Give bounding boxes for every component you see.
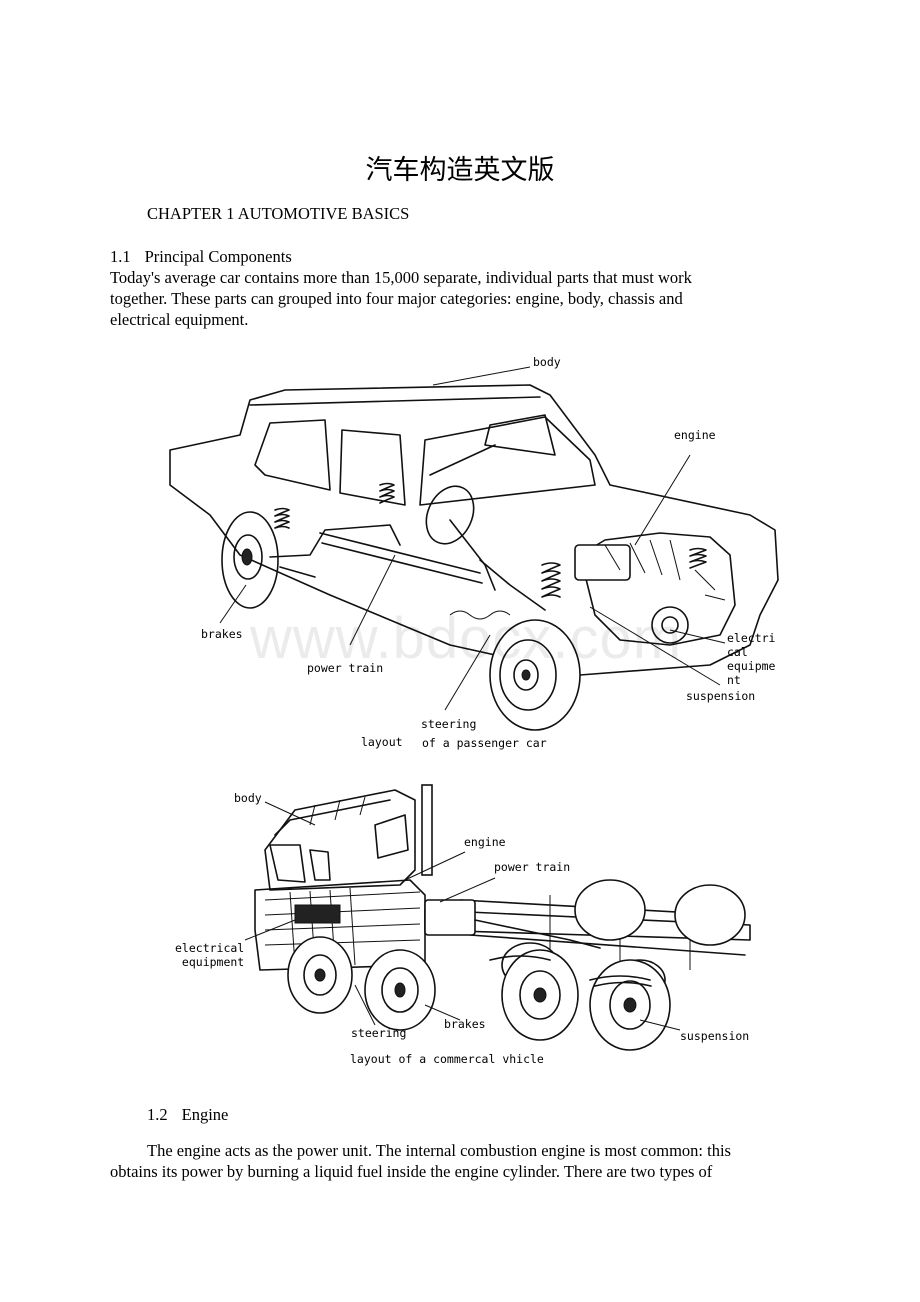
section-1-2-heading: 1.2 Engine	[147, 1104, 228, 1125]
label-suspension: suspension	[680, 1029, 750, 1043]
section-1-1-heading: 1.1 Principal Components	[110, 246, 292, 267]
label-steering: steering	[421, 717, 477, 731]
caption-left: layout	[361, 735, 403, 749]
label-steering: steering	[351, 1026, 407, 1040]
caption-right: of a passenger car	[422, 736, 547, 750]
section-title: Principal Components	[144, 247, 292, 266]
section-number: 1.1	[110, 247, 131, 266]
commercial-vehicle-figure: body engine power train electrical equip…	[170, 780, 770, 1080]
paragraph-line: together. These parts can grouped into f…	[110, 289, 683, 308]
label-engine: engine	[674, 428, 716, 442]
paragraph-line: The engine acts as the power unit. The i…	[147, 1141, 731, 1160]
label-electrical-equipment: electrical equipment	[175, 941, 245, 969]
paragraph-principal-components: Today's average car contains more than 1…	[110, 267, 692, 330]
watermark: www.bdocx.com	[250, 606, 683, 671]
paragraph-engine: The engine acts as the power unit. The i…	[110, 1140, 810, 1182]
label-power-train: power train	[494, 860, 571, 874]
section-title: Engine	[181, 1105, 229, 1124]
caption: layout of a commercal vhicle	[350, 1052, 544, 1066]
label-body: body	[533, 355, 561, 369]
chapter-heading: CHAPTER 1 AUTOMOTIVE BASICS	[147, 204, 410, 223]
label-electrical-equipment: electri cal equipme nt	[727, 631, 776, 687]
commercial-vehicle-illustration	[244, 784, 751, 1051]
label-brakes: brakes	[444, 1017, 486, 1031]
section-number: 1.2	[147, 1105, 168, 1124]
paragraph-line: electrical equipment.	[110, 310, 249, 329]
label-brakes: brakes	[201, 627, 243, 641]
label-power-train: power train	[307, 661, 384, 675]
label-body: body	[234, 791, 262, 805]
passenger-car-illustration	[169, 366, 779, 731]
document-title: 汽车构造英文版	[365, 155, 555, 186]
paragraph-line: obtains its power by burning a liquid fu…	[110, 1162, 713, 1181]
label-suspension: suspension	[686, 689, 756, 703]
paragraph-line: Today's average car contains more than 1…	[110, 268, 692, 287]
passenger-car-figure: body engine brakes power train electri c…	[150, 345, 790, 765]
label-engine: engine	[464, 835, 506, 849]
